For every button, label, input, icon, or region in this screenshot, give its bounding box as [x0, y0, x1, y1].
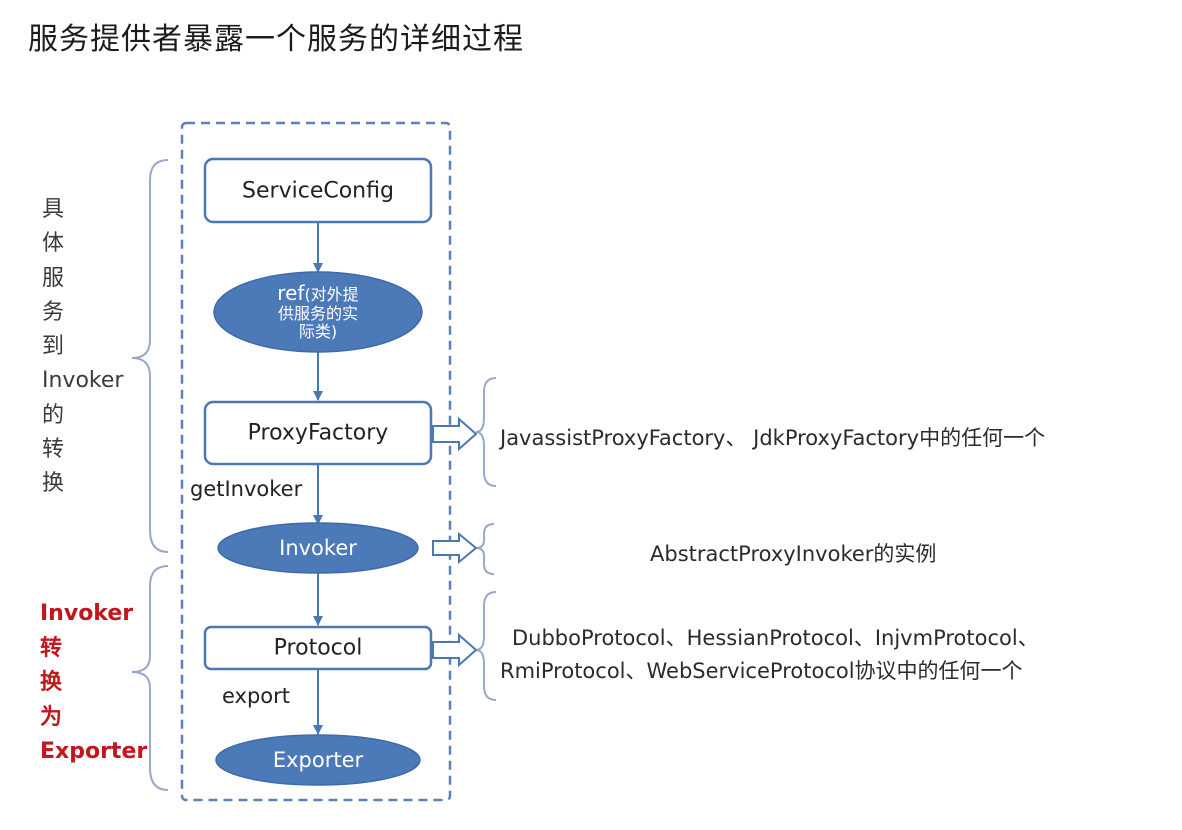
note-protocol-impl-line1: DubboProtocol、HessianProtocol、InjvmProto…	[512, 626, 1039, 650]
hollow-arrow-protocol	[432, 632, 478, 668]
brace-proxy-factory-note	[475, 377, 497, 487]
protocol-box	[203, 625, 433, 671]
label-char: 务	[42, 299, 65, 325]
label-word: Invoker	[42, 368, 124, 394]
ref-label-line2: 供服务的实	[277, 304, 358, 324]
brace-protocol-note	[475, 591, 497, 701]
brace-invoker-conversion	[131, 159, 169, 553]
label-char: 换	[40, 670, 63, 696]
invoker-ellipse	[217, 522, 419, 574]
proxyfactory-box	[203, 400, 433, 466]
hollow-arrow-invoker	[432, 531, 478, 565]
ref-label: ref(对外提 供服务的实 际类)	[254, 282, 382, 342]
note-proxyfactory-impl: JavassistProxyFactory、 JdkProxyFactory中的…	[500, 426, 1046, 450]
invoker-label: Invoker	[279, 536, 357, 560]
page-title: 服务提供者暴露一个服务的详细过程	[28, 22, 524, 57]
brace-invoker-note	[475, 523, 495, 575]
ref-label-main: ref	[277, 281, 305, 306]
note-invoker-impl: AbstractProxyInvoker的实例	[650, 542, 937, 566]
label-word: Exporter	[40, 739, 148, 765]
serviceconfig-label: ServiceConfig	[242, 178, 394, 204]
ref-label-paren: (对外提	[304, 285, 359, 305]
label-char: 到	[42, 334, 65, 360]
edge-label-export: export	[222, 684, 291, 708]
exporter-ellipse	[215, 734, 421, 786]
note-protocol-impl-line2: RmiProtocol、WebServiceProtocol协议中的任何一个	[500, 659, 1023, 683]
ref-label-line3: 际类)	[298, 322, 338, 342]
hollow-arrow-proxyfactory	[432, 416, 478, 452]
proxyfactory-label: ProxyFactory	[247, 420, 389, 446]
serviceconfig-box	[203, 157, 433, 224]
label-char: 体	[42, 231, 65, 257]
label-char: 的	[42, 402, 65, 428]
label-char: 具	[42, 197, 65, 222]
protocol-label: Protocol	[273, 635, 363, 661]
label-char: 转	[42, 437, 65, 463]
edge-label-getinvoker: getInvoker	[190, 477, 303, 501]
label-char: 换	[42, 471, 65, 497]
brace-exporter-conversion	[131, 565, 169, 791]
label-char: 转	[40, 635, 63, 661]
label-char: 为	[40, 704, 63, 730]
exporter-label: Exporter	[272, 748, 364, 772]
label-word: Invoker	[40, 601, 134, 626]
label-concrete-service-to-invoker: 具 体 服 务 到 Invoker 的 转 换	[42, 193, 123, 502]
ref-ellipse	[213, 271, 423, 353]
dashed-frame	[180, 121, 452, 802]
label-char: 服	[42, 265, 65, 291]
label-invoker-to-exporter: Invoker 转 换 为 Exporter	[40, 597, 147, 770]
